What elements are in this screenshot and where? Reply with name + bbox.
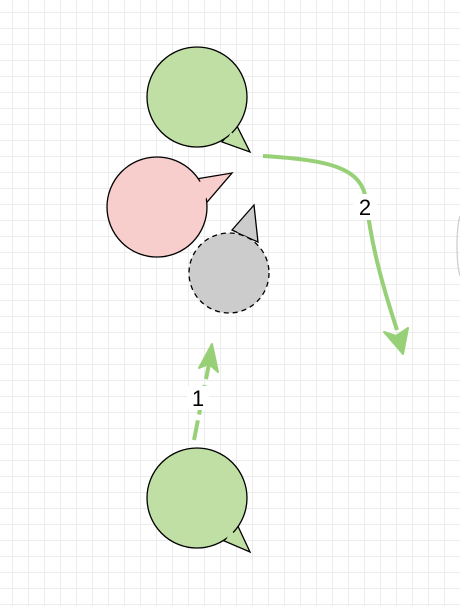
node-red-middle[interactable] bbox=[106, 156, 234, 258]
node-green-bottom[interactable] bbox=[146, 447, 252, 554]
edge-2-label-bg bbox=[353, 194, 377, 220]
offscreen-shape-edge bbox=[456, 215, 460, 277]
edge-1-label: 1 bbox=[192, 386, 204, 411]
edge-1-label-bg bbox=[187, 386, 209, 410]
node-gray-dashed[interactable] bbox=[188, 203, 270, 314]
edge-2[interactable]: 2 bbox=[262, 154, 409, 355]
edge-2-label: 2 bbox=[359, 195, 371, 220]
node-green-top[interactable] bbox=[146, 46, 252, 154]
edge-1[interactable]: 1 bbox=[187, 343, 219, 441]
